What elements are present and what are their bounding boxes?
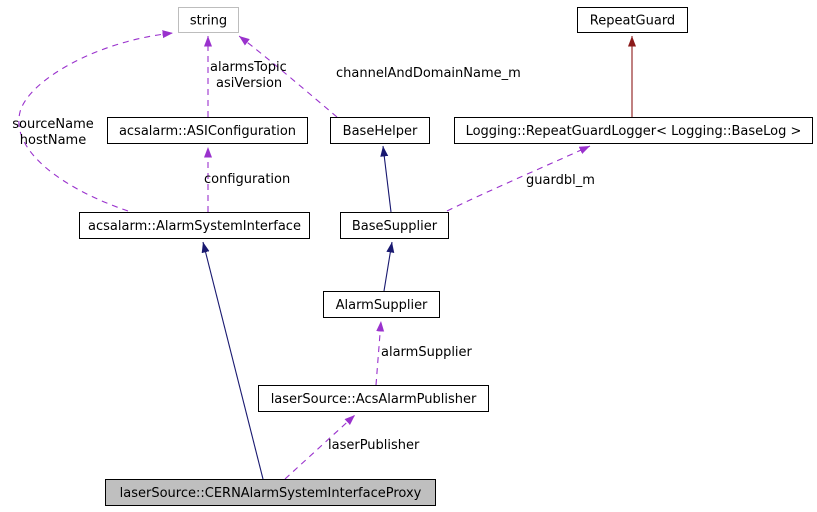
node-asi-configuration-box[interactable]: [107, 117, 308, 144]
edge-cernproxy-to-alarmsysteminterface: [201, 241, 264, 480]
node-alarm-supplier-label: AlarmSupplier: [336, 298, 428, 313]
edge-label-host-name: hostName: [20, 133, 86, 148]
node-repeat-guard-label: RepeatGuard: [590, 14, 675, 29]
node-base-helper-box[interactable]: [330, 117, 430, 144]
node-base-helper-label: BaseHelper: [343, 124, 418, 139]
nodes: string RepeatGuard acsalarm::ASIConfigur…: [79, 7, 813, 506]
edge-label-configuration: configuration: [204, 172, 290, 187]
node-acs-alarm-publisher[interactable]: laserSource::AcsAlarmPublisher: [258, 385, 489, 412]
edges: [18, 30, 636, 480]
node-cern-proxy-label: laserSource::CERNAlarmSystemInterfacePro…: [120, 486, 422, 501]
node-acs-alarm-publisher-label: laserSource::AcsAlarmPublisher: [271, 392, 477, 407]
edge-alarmsysteminterface-to-string: [18, 30, 174, 212]
node-cern-proxy-current: laserSource::CERNAlarmSystemInterfacePro…: [105, 479, 436, 506]
node-base-supplier[interactable]: BaseSupplier: [340, 212, 449, 239]
edge-label-asi-version: asiVersion: [216, 76, 282, 91]
node-alarm-system-interface-label: acsalarm::AlarmSystemInterface: [88, 219, 301, 234]
edge-basehelper-to-string: [238, 35, 338, 118]
node-repeat-guard-box[interactable]: [577, 7, 688, 33]
node-string: string: [178, 7, 239, 33]
edge-label-guardbl-m: guardbl_m: [526, 173, 595, 188]
node-repeat-guard[interactable]: RepeatGuard: [577, 7, 688, 33]
node-string-label: string: [190, 14, 227, 29]
node-repeat-guard-logger[interactable]: Logging::RepeatGuardLogger< Logging::Bas…: [454, 117, 813, 144]
edge-basesupplier-to-repeatguardlogger: [446, 145, 591, 212]
edge-labels: alarmsTopic asiVersion channelAndDomainN…: [12, 60, 595, 453]
edge-alarmsupplier-to-basesupplier: [383, 241, 395, 292]
node-repeat-guard-logger-box[interactable]: [454, 117, 813, 144]
edge-cernproxy-to-acsalarmpublisher: [284, 414, 356, 480]
node-alarm-system-interface-box[interactable]: [79, 212, 310, 239]
edge-basesupplier-to-basehelper: [380, 145, 392, 213]
node-base-supplier-label: BaseSupplier: [352, 219, 438, 234]
node-repeat-guard-logger-label: Logging::RepeatGuardLogger< Logging::Bas…: [466, 124, 802, 139]
node-alarm-system-interface[interactable]: acsalarm::AlarmSystemInterface: [79, 212, 310, 239]
node-asi-configuration[interactable]: acsalarm::ASIConfiguration: [107, 117, 308, 144]
node-string-box: [178, 7, 239, 33]
edge-label-source-name: sourceName: [12, 117, 94, 132]
edge-label-alarms-topic: alarmsTopic: [210, 60, 287, 75]
node-alarm-supplier-box[interactable]: [323, 291, 440, 318]
node-cern-proxy-box: [105, 479, 436, 506]
edge-label-channel-and-domain-name: channelAndDomainName_m: [336, 66, 521, 81]
edge-label-laser-publisher: laserPublisher: [328, 438, 420, 453]
node-asi-configuration-label: acsalarm::ASIConfiguration: [119, 124, 296, 139]
node-acs-alarm-publisher-box[interactable]: [258, 385, 489, 412]
node-alarm-supplier[interactable]: AlarmSupplier: [323, 291, 440, 318]
node-base-supplier-box[interactable]: [340, 212, 449, 239]
edge-label-alarm-supplier: alarmSupplier: [381, 345, 473, 360]
node-base-helper[interactable]: BaseHelper: [330, 117, 430, 144]
